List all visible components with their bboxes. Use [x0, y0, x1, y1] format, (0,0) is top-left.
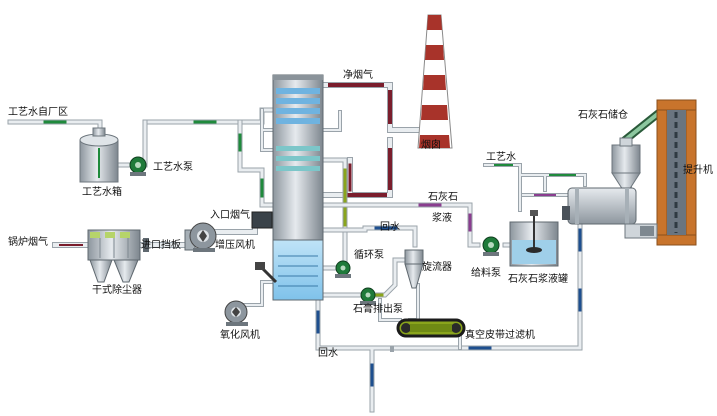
- labels: 工艺水自厂区 工艺水箱 工艺水泵 净烟气 烟囱 石灰石储仓 提升机 工艺水 石灰…: [8, 68, 713, 359]
- pipe-oxidation-air: [243, 280, 277, 307]
- label-hydrocyclone: 旋流器: [422, 260, 452, 273]
- pipe-process-water-mill: [483, 163, 587, 212]
- inlet-damper: [143, 211, 273, 252]
- label-limestone-slurry-tank: 石灰石浆液罐: [508, 272, 568, 285]
- label-booster-fan: 增压风机: [215, 238, 255, 251]
- spray-levels: [276, 146, 320, 171]
- pipe-circulation: [319, 157, 348, 271]
- label-boiler-flue-gas: 锅炉烟气: [8, 235, 48, 248]
- label-process-water-tank: 工艺水箱: [82, 185, 122, 198]
- label-process-water-pump: 工艺水泵: [153, 161, 193, 173]
- label-circulation-pump: 循环泵: [354, 248, 384, 261]
- limestone-silo: [611, 137, 641, 191]
- dry-dust-collector: [87, 229, 141, 283]
- label-return-water-bottom: 回水: [318, 347, 338, 359]
- bucket-elevator: [656, 99, 697, 246]
- label-oxidation-fan: 氧化风机: [220, 328, 260, 341]
- agitator: [255, 262, 278, 284]
- limestone-slurry-tank: [509, 210, 559, 267]
- label-return-water-top: 回水: [380, 221, 400, 233]
- feed-pump: [482, 236, 500, 256]
- pipe-return-water-top: [319, 225, 418, 248]
- label-limestone-slurry-line1: 石灰石: [428, 190, 458, 203]
- label-process-water-from-plant: 工艺水自厂区: [8, 105, 68, 118]
- label-vacuum-belt-filter: 真空皮带过滤机: [465, 328, 535, 341]
- mist-eliminator: [276, 88, 320, 124]
- label-chimney: 烟囱: [421, 138, 441, 151]
- pipe-return-water-bottom: [315, 202, 583, 413]
- hydrocyclone: [404, 249, 424, 289]
- absorber-tower: [255, 74, 324, 301]
- label-feed-pump: 给料泵: [471, 266, 501, 279]
- label-limestone-slurry-line2: 浆液: [432, 211, 452, 224]
- label-inlet-damper: 进口挡板: [141, 238, 181, 251]
- process-water-tank: [79, 127, 119, 183]
- duct-clean-flue-gas: [319, 82, 428, 198]
- booster-fan: [184, 222, 217, 252]
- label-process-water-right: 工艺水: [486, 151, 516, 163]
- label-limestone-silo: 石灰石储仓: [578, 108, 628, 121]
- process-water-pump: [129, 156, 147, 176]
- label-dry-dust-collector: 干式除尘器: [92, 283, 142, 296]
- label-inlet-flue-gas: 入口烟气: [210, 208, 250, 221]
- label-gypsum-discharge-pump: 石膏排出泵: [353, 302, 403, 315]
- ball-mill: [562, 187, 658, 239]
- chimney: [417, 14, 453, 149]
- gypsum-discharge-pump: [360, 287, 376, 305]
- vacuum-belt-filter: [396, 318, 466, 338]
- circulation-pump: [335, 260, 351, 278]
- label-bucket-elevator: 提升机: [683, 163, 713, 176]
- pipe-process-water-inlet: [7, 119, 103, 135]
- absorber-slurry-lines: [278, 255, 318, 287]
- label-clean-flue-gas: 净烟气: [343, 68, 373, 81]
- oxidation-fan: [224, 300, 248, 326]
